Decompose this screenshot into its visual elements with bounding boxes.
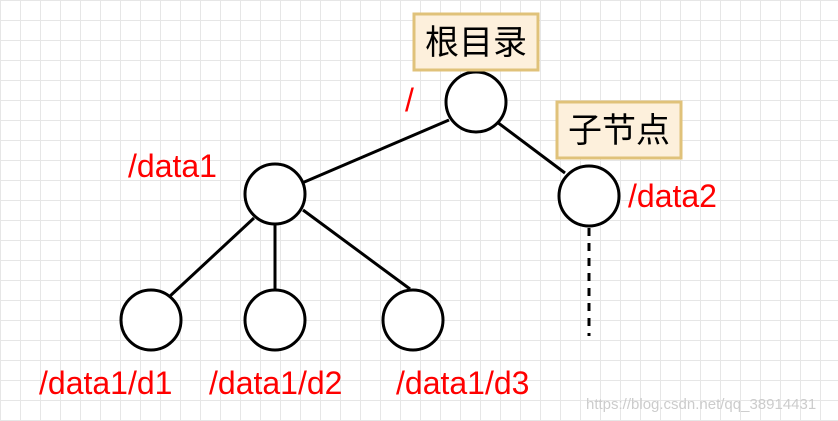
edge-root-data2 xyxy=(496,120,566,175)
callout-child: 子节点 xyxy=(555,100,683,160)
label-data2: /data2 xyxy=(628,178,717,214)
node-d2 xyxy=(243,288,307,352)
node-d1 xyxy=(119,288,183,352)
node-d3 xyxy=(381,288,445,352)
watermark: https://blog.csdn.net/qq_38914431 xyxy=(586,396,816,413)
edge-data1-d1 xyxy=(167,216,256,299)
label-d1: /data1/d1 xyxy=(39,365,172,401)
edge-root-data1 xyxy=(301,118,450,185)
callout-root-text: 根目录 xyxy=(425,23,527,63)
node-data1 xyxy=(243,162,307,226)
node-root xyxy=(444,70,508,134)
callout-root: 根目录 xyxy=(412,12,540,72)
label-data1: /data1 xyxy=(128,148,217,184)
callout-child-text: 子节点 xyxy=(568,111,670,151)
label-d3: /data1/d3 xyxy=(396,365,529,401)
label-root: / xyxy=(405,82,414,118)
node-data2 xyxy=(557,164,621,228)
edge-data1-d3 xyxy=(302,208,411,291)
label-d2: /data1/d2 xyxy=(209,365,342,401)
callout-root-box xyxy=(412,12,540,72)
callout-child-box xyxy=(555,100,683,160)
